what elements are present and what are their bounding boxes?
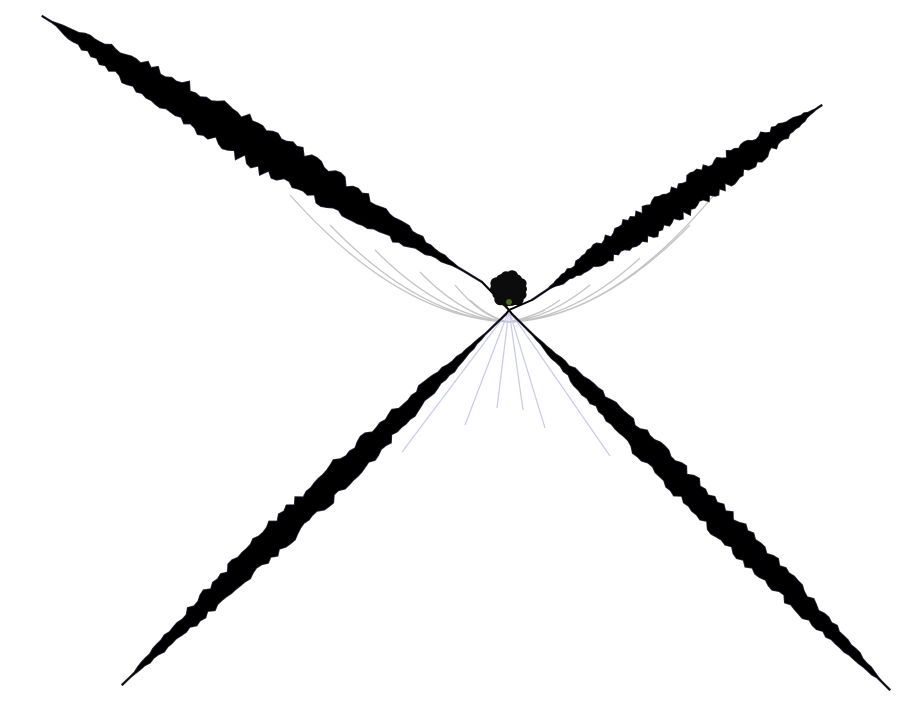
center-node-highlight (506, 299, 512, 305)
center-node-lobe (517, 278, 527, 288)
